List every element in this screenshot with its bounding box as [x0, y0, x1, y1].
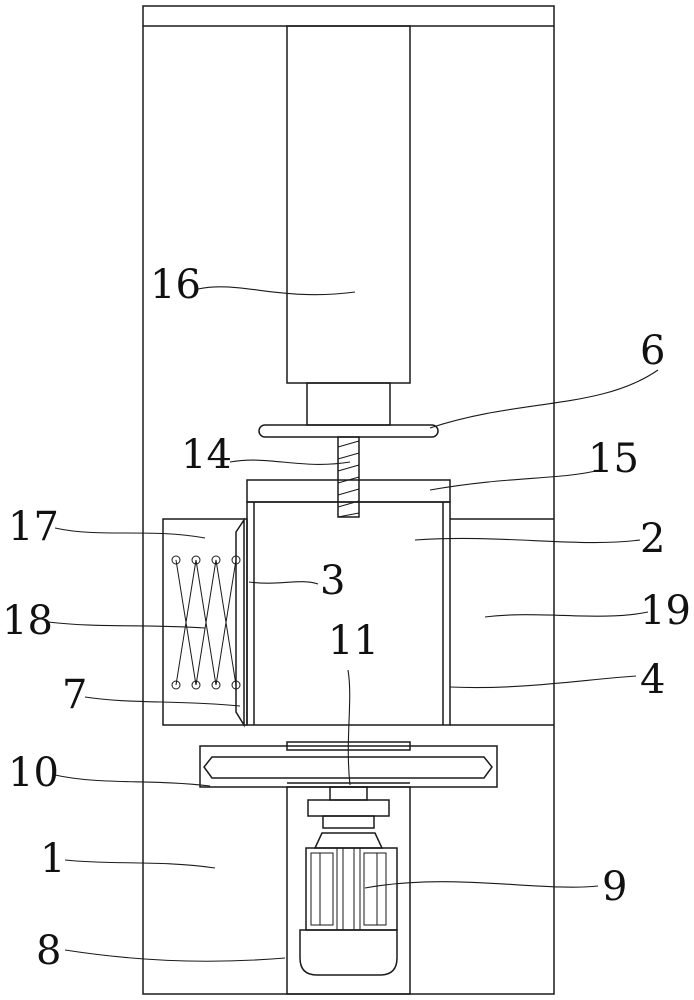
left-housing: [162, 518, 248, 726]
label-9: 9: [602, 864, 627, 910]
hydraulic-cylinder: [286, 25, 411, 426]
motor-base: [299, 929, 398, 976]
press-plate: [258, 424, 439, 438]
leader-4: [449, 675, 637, 689]
label-16: 16: [150, 262, 201, 308]
label-8: 8: [36, 928, 61, 974]
label-2: 2: [640, 516, 665, 562]
pivot: [171, 555, 181, 565]
frame: [142, 5, 555, 995]
motor-cap: [313, 832, 384, 849]
screw-rod: [337, 436, 360, 518]
frame-outline: [142, 5, 555, 995]
scissor-arms: [175, 559, 237, 686]
label-4: 4: [640, 657, 665, 703]
label-18: 18: [2, 598, 53, 644]
leader-17: [54, 527, 206, 539]
motor-fin-right: [363, 852, 387, 926]
pivot: [191, 680, 201, 690]
turntable-groove: [203, 756, 493, 779]
leader-19: [484, 611, 649, 618]
side-press-plate: [235, 517, 245, 728]
screw-outline: [337, 436, 360, 518]
coupling-upper: [329, 786, 368, 801]
pivot: [211, 680, 221, 690]
cylinder-rod-block: [306, 382, 391, 426]
label-11: 11: [328, 618, 379, 664]
pivot: [231, 555, 241, 565]
label-1: 1: [40, 836, 65, 882]
leader-16: [197, 286, 356, 296]
motor-fin-left: [310, 852, 334, 926]
pivot: [191, 555, 201, 565]
leader-3: [248, 581, 319, 585]
label-15: 15: [588, 436, 639, 482]
pivot: [211, 555, 221, 565]
top-cover: [246, 479, 451, 503]
motor-center-bar: [342, 847, 355, 931]
label-17: 17: [8, 504, 59, 550]
leader-15: [429, 469, 601, 491]
label-3: 3: [320, 558, 345, 604]
leader-18: [47, 621, 206, 629]
leader-2: [414, 537, 641, 544]
screw-thread: [337, 440, 360, 518]
container-box: [246, 501, 451, 726]
label-10: 10: [8, 750, 59, 796]
label-14: 14: [181, 432, 232, 478]
leader-6: [429, 369, 659, 429]
label-6: 6: [640, 328, 665, 374]
label-7: 7: [62, 672, 87, 718]
motor-center: [336, 847, 361, 931]
leader-1: [64, 859, 216, 869]
leader-10: [54, 774, 211, 787]
cylinder-body: [286, 25, 411, 384]
leader-14: [229, 459, 351, 465]
leader-11: [347, 669, 351, 786]
scissor-linkage: [171, 555, 241, 690]
part-labels: 16 6 14 15 17 2 3 18 19 11 4 7 10 1 9 8: [2, 262, 691, 974]
leader-7: [84, 696, 241, 707]
shaft-coupling: [307, 786, 390, 829]
leader-lines: [47, 286, 659, 962]
pivot: [231, 680, 241, 690]
pivot: [171, 680, 181, 690]
coupling-lower: [322, 815, 375, 829]
leader-9: [364, 881, 599, 889]
label-19: 19: [640, 588, 691, 634]
coupling-flange: [307, 799, 390, 817]
box-outline: [246, 501, 451, 726]
motor: [299, 832, 398, 976]
leader-8: [64, 949, 286, 962]
